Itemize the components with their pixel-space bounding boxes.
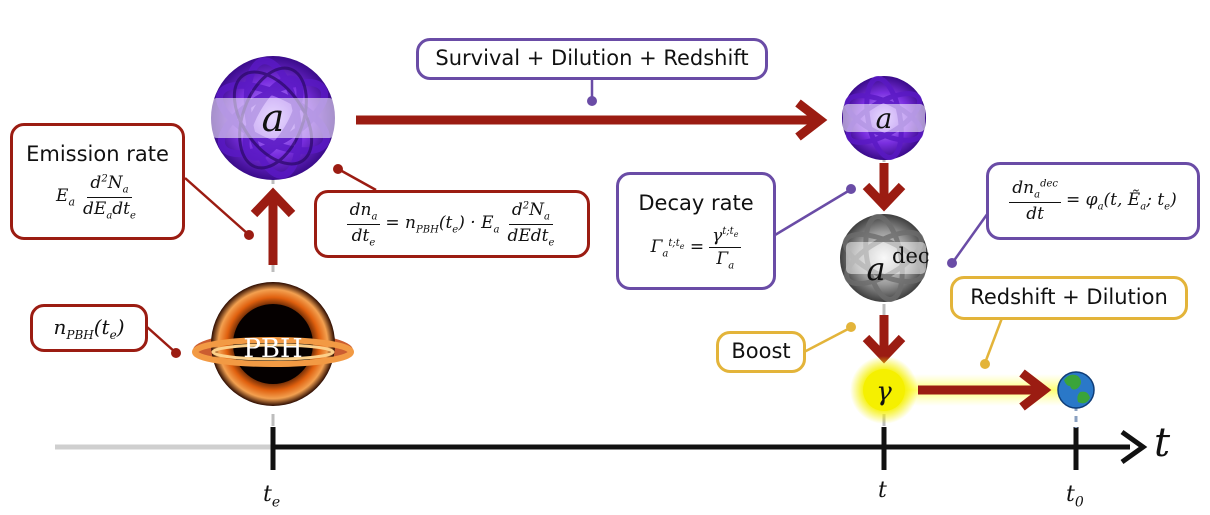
callout-dot-dnadec bbox=[947, 258, 957, 268]
callout-dot-emission bbox=[244, 230, 254, 240]
axion-emitted-label: a bbox=[262, 96, 285, 140]
axion-later-label: a bbox=[876, 102, 893, 135]
callout-dot-dnadte bbox=[333, 164, 343, 174]
npbh-box: nPBH(te) bbox=[30, 304, 148, 352]
callout-dot-boost bbox=[846, 322, 856, 332]
pbh-label: PBH bbox=[243, 334, 302, 364]
callout-line-dnadec bbox=[951, 212, 990, 263]
emission-rate-title: Emission rate bbox=[26, 142, 169, 167]
axion-decay-superscript: dec bbox=[892, 244, 930, 268]
boost-box: Boost bbox=[716, 331, 806, 373]
callout-line-npbh bbox=[146, 326, 176, 353]
callout-line-emission bbox=[184, 177, 249, 235]
callout-dot-decay bbox=[846, 184, 856, 194]
axion-cloud-icon bbox=[211, 56, 335, 180]
arrow-propagation-head bbox=[795, 99, 828, 141]
callout-line-decay bbox=[774, 188, 851, 237]
arrow-emission-up-head bbox=[250, 187, 296, 218]
earth-icon bbox=[1057, 371, 1095, 409]
decaying-axion-icon bbox=[840, 214, 928, 302]
axis-label: t bbox=[1154, 420, 1171, 466]
photon-label: γ bbox=[876, 377, 892, 407]
time-axis-arrowhead bbox=[1120, 429, 1148, 465]
axion-decay-label: a bbox=[866, 250, 885, 288]
callout-dot-npbh bbox=[171, 348, 181, 358]
tick-label-t: t bbox=[878, 478, 887, 503]
tick-label-t0: t0 bbox=[1066, 482, 1084, 511]
survival-dilution-redshift-text: Survival + Dilution + Redshift bbox=[435, 46, 749, 71]
arrow-photon-head bbox=[1019, 369, 1052, 411]
decay-rate-title: Decay rate bbox=[638, 190, 754, 215]
axion-cloud-later-icon bbox=[842, 76, 926, 160]
black-hole-icon bbox=[192, 282, 354, 406]
callout-line-boost bbox=[803, 326, 851, 354]
callout-line-redshift bbox=[983, 317, 1004, 364]
survival-dilution-redshift-box: Survival + Dilution + Redshift bbox=[416, 38, 768, 80]
boost-text: Boost bbox=[731, 339, 791, 364]
npbh-formula: nPBH(te) bbox=[53, 314, 125, 342]
callout-line-dnadte bbox=[339, 168, 377, 192]
arrow-decay-down-head bbox=[862, 182, 906, 212]
tick-label-te: te bbox=[263, 482, 281, 511]
photon-glow-icon bbox=[850, 356, 918, 424]
redshift-dilution-box: Redshift + Dilution bbox=[950, 276, 1188, 320]
callout-dot-redshift bbox=[980, 359, 990, 369]
callout-dot-survival bbox=[587, 96, 597, 106]
redshift-dilution-text: Redshift + Dilution bbox=[970, 285, 1168, 310]
